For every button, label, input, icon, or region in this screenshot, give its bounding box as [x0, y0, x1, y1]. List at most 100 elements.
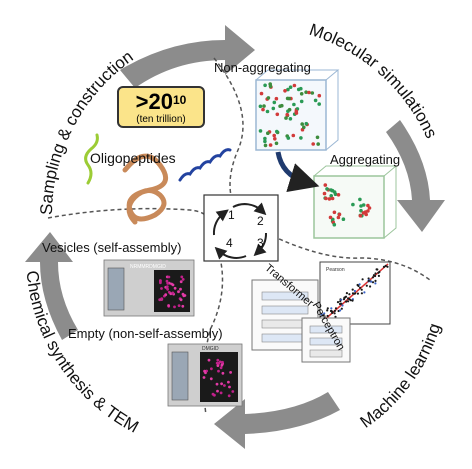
molecule-particle: [299, 92, 304, 96]
fluorescence-particle: [160, 297, 164, 301]
molecule-particle: [296, 87, 301, 92]
fluorescence-particle: [177, 290, 180, 294]
fluorescence-particle: [219, 366, 223, 370]
molecule-particle: [299, 99, 304, 104]
sim-box-aggregating: [313, 165, 398, 239]
molecule-particle: [307, 90, 311, 95]
molecule-particle: [304, 121, 309, 126]
fluorescence-particle: [211, 392, 215, 396]
scatter-point: [359, 286, 362, 289]
fluorescence-particle: [210, 367, 213, 371]
molecule-particle: [258, 129, 263, 133]
fluorescence-particle: [173, 286, 177, 290]
fluorescence-particle: [166, 282, 170, 285]
scatter-point: [334, 307, 338, 310]
scatter-point: [367, 279, 370, 282]
molecule-particle: [337, 212, 342, 217]
perceptron-schematic: [301, 317, 351, 363]
molecule-particle: [310, 91, 315, 95]
fluorescence-particle: [179, 280, 183, 284]
fluorescence-particle: [228, 385, 231, 389]
molecule-particle: [329, 194, 334, 198]
molecule-particle: [291, 133, 296, 138]
fluorescence-particle: [216, 364, 220, 367]
peptide-green: [84, 133, 99, 185]
fluorescence-particle: [183, 294, 187, 297]
molecule-particle: [284, 116, 288, 120]
sim-box-non-aggregating: [255, 69, 340, 151]
scatter-point: [347, 300, 350, 303]
molecule-particle: [266, 131, 270, 135]
molecule-particle: [359, 204, 363, 208]
fluorescence-particle: [219, 391, 223, 395]
scatter-point: [351, 299, 354, 302]
scatter-point: [382, 265, 386, 268]
fluorescence-particle: [177, 304, 181, 307]
fluorescence-particle: [202, 376, 206, 379]
molecule-particle: [300, 122, 305, 126]
molecule-particle: [286, 87, 290, 92]
fluorescence-particle: [217, 369, 220, 373]
molecule-particle: [351, 202, 355, 207]
fluorescence-particle: [179, 287, 182, 291]
molecule-particle: [292, 102, 296, 107]
scatter-point: [363, 291, 366, 294]
molecule-particle: [272, 133, 277, 138]
molecule-particle: [272, 100, 277, 105]
molecule-particle: [283, 89, 287, 93]
empty-label: Empty (non-self-assembly): [68, 326, 223, 341]
scatter-point: [358, 283, 361, 286]
fluorescence-particle: [221, 360, 224, 364]
scatter-point: [351, 292, 355, 295]
molecule-particle: [313, 98, 318, 103]
molecule-particle: [332, 210, 337, 215]
scatter-point: [356, 292, 359, 295]
molecule-particle: [336, 193, 341, 197]
fluorescence-particle: [220, 382, 224, 386]
molecule-particle: [278, 104, 282, 108]
fluorescence-particle: [167, 275, 171, 279]
oligopeptides-label: Oligopeptides: [90, 150, 176, 166]
fluorescence-particle: [164, 293, 168, 297]
molecule-particle: [263, 136, 267, 141]
fluorescence-particle: [215, 382, 219, 386]
scatter-point: [353, 289, 356, 293]
scatter-point: [340, 302, 343, 305]
molecule-particle: [288, 85, 293, 89]
fluorescence-particle: [165, 279, 169, 283]
scatter-point: [344, 296, 347, 299]
fluorescence-particle: [227, 394, 231, 398]
scatter-point: [339, 300, 342, 303]
sim-transition-arrow: [275, 151, 320, 192]
molecule-particle: [292, 83, 297, 88]
scatter-point: [336, 301, 340, 304]
scatter-point: [374, 279, 377, 282]
sequence-count-badge: >2010 (ten trillion): [117, 86, 205, 128]
scatter-point: [326, 309, 329, 312]
molecule-particle: [299, 136, 303, 140]
plot-label: Pearson: [326, 267, 345, 273]
molecule-particle: [265, 109, 270, 114]
scatter-point: [330, 309, 333, 312]
scatter-point: [339, 309, 342, 312]
molecule-particle: [359, 208, 363, 213]
molecule-particle: [330, 196, 335, 201]
fluorescence-particle: [160, 287, 163, 290]
fluorescence-particle: [167, 304, 171, 307]
fluorescence-particle: [165, 285, 169, 289]
scatter-point: [351, 288, 354, 291]
fluorescence-particle: [171, 283, 175, 287]
scatter-point: [348, 293, 351, 296]
fluorescence-particle: [181, 278, 185, 281]
molecule-particle: [332, 190, 337, 194]
fluorescence-particle: [180, 275, 184, 279]
fluorescence-particle: [221, 371, 225, 375]
center-cycle: [203, 194, 279, 262]
scatter-point: [334, 315, 337, 318]
molecule-particle: [311, 142, 316, 146]
fluorescence-particle: [159, 279, 162, 282]
scatter-point: [361, 278, 364, 281]
molecule-particle: [274, 96, 279, 101]
scatter-point: [326, 307, 329, 310]
